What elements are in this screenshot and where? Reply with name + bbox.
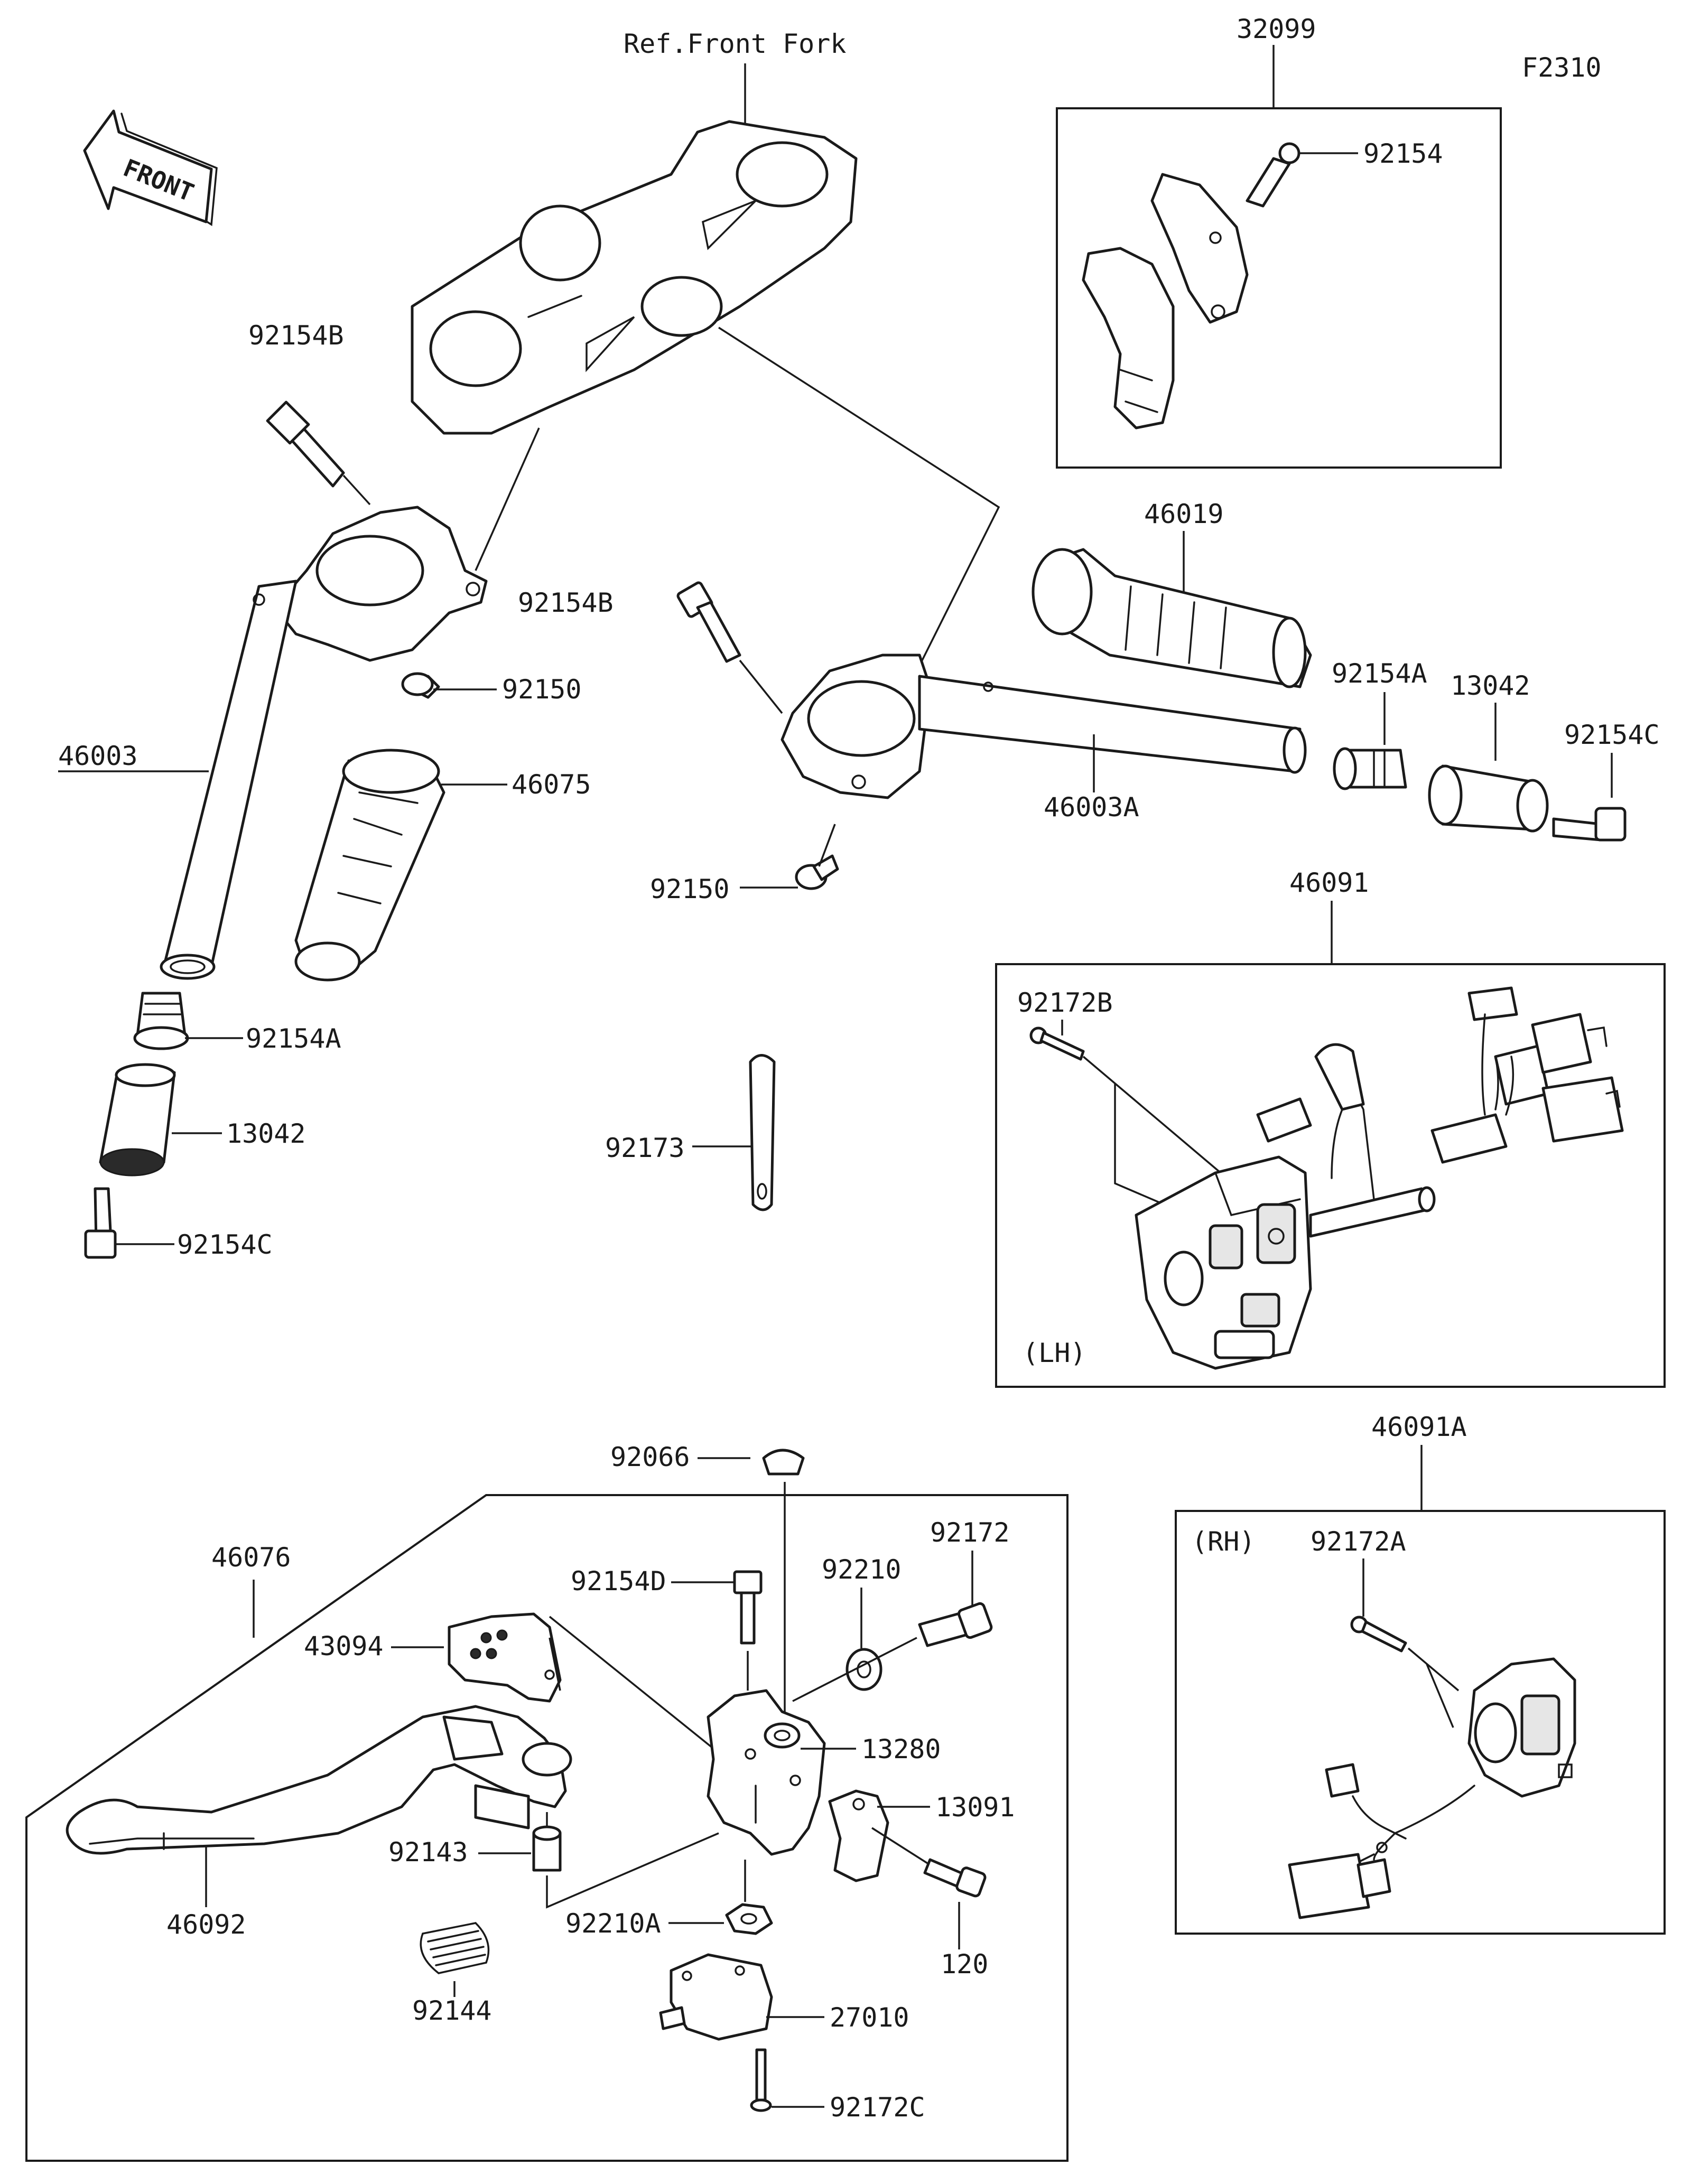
grip-46075: [294, 749, 445, 982]
lever-holder-body: [707, 1689, 826, 1856]
label-92210: 92210: [822, 1554, 902, 1585]
label-92172b: 92172B: [1017, 987, 1113, 1018]
label-92154c-left: 92154C: [177, 1229, 273, 1260]
bolt-92154b-left: [266, 400, 345, 488]
left-switch-assembly: [1135, 986, 1624, 1370]
screw-92150-left: [401, 672, 440, 699]
label-32099: 32099: [1237, 14, 1316, 44]
bolt-92154b-right: [676, 581, 741, 663]
label-92154d: 92154D: [571, 1566, 666, 1597]
lever-46092: [66, 1705, 572, 1855]
right-switch-assembly: [1288, 1657, 1576, 1919]
box-46091: [995, 963, 1666, 1388]
part-32099-housing: [1082, 173, 1249, 430]
label-92172c: 92172C: [830, 2092, 925, 2123]
front-direction-arrow: FRONT: [83, 109, 218, 226]
box-46091a: [1175, 1510, 1666, 1935]
label-92154c-right: 92154C: [1564, 720, 1660, 750]
label-lh-side: (LH): [1023, 1338, 1086, 1368]
screw-92154: [1246, 142, 1300, 208]
label-92154b-left: 92154B: [248, 320, 344, 351]
label-92210a: 92210A: [565, 1908, 661, 1939]
label-92172: 92172: [930, 1517, 1010, 1548]
bolt-92154c-right: [1552, 807, 1627, 842]
diagram-code: F2310: [1522, 52, 1602, 83]
label-92172a: 92172A: [1311, 1526, 1406, 1557]
collar-92143: [532, 1825, 562, 1872]
label-92150-right: 92150: [650, 874, 730, 904]
label-92066: 92066: [610, 1442, 690, 1472]
label-46075: 46075: [512, 769, 591, 800]
label-92154a-left: 92154A: [246, 1023, 341, 1054]
nut-92210a: [725, 1903, 773, 1935]
label-92154: 92154: [1363, 138, 1443, 169]
label-46091a: 46091A: [1371, 1412, 1467, 1442]
label-92154b-right: 92154B: [518, 587, 614, 618]
label-92143: 92143: [388, 1837, 468, 1868]
band-92173: [749, 1054, 776, 1211]
label-rh-side: (RH): [1192, 1526, 1255, 1557]
bar-end-weight-13042-left: [99, 1063, 176, 1177]
label-46003a: 46003A: [1044, 792, 1139, 823]
label-120: 120: [941, 1949, 988, 1980]
right-clip-on-handlebar: [781, 654, 1307, 799]
end-insert-92154a-right: [1333, 747, 1407, 790]
cap-92066: [762, 1449, 805, 1476]
box-46076: [25, 1494, 1069, 2162]
label-43094: 43094: [304, 1631, 384, 1662]
upper-fork-clamp: [411, 120, 858, 435]
box-32099: [1056, 107, 1502, 469]
label-46019: 46019: [1144, 499, 1224, 529]
label-27010: 27010: [830, 2002, 909, 2033]
screw-92172: [918, 1602, 993, 1647]
label-92144: 92144: [412, 1995, 492, 2026]
screw-92172b: [1029, 1026, 1085, 1061]
screw-92172a: [1350, 1616, 1407, 1653]
clamp-13091: [828, 1789, 889, 1882]
screw-92172c: [750, 2048, 772, 2112]
bar-end-weight-13042-right: [1428, 764, 1549, 833]
label-13280: 13280: [861, 1734, 941, 1765]
switch-27010: [659, 1953, 773, 2041]
left-clip-on-handlebar: [160, 506, 488, 980]
bolt-92154c-left: [84, 1187, 117, 1259]
washer-92210: [846, 1648, 882, 1691]
screw-92150-right: [795, 854, 839, 890]
label-13091: 13091: [935, 1792, 1015, 1823]
end-insert-92154a-left: [133, 992, 189, 1050]
ref-front-fork-label: Ref.Front Fork: [624, 29, 846, 59]
label-92150-left: 92150: [502, 674, 582, 705]
label-46092: 46092: [166, 1909, 246, 1940]
label-92154a-right: 92154A: [1332, 658, 1427, 689]
label-46091: 46091: [1289, 867, 1369, 898]
label-13042-left: 13042: [226, 1118, 306, 1149]
label-13042-right: 13042: [1451, 670, 1530, 701]
label-46076: 46076: [211, 1542, 291, 1573]
label-92173: 92173: [605, 1133, 685, 1163]
bolt-120: [923, 1858, 987, 1898]
throttle-grip-46019: [1032, 548, 1312, 688]
spring-92144: [420, 1922, 490, 1974]
bolt-92154d: [733, 1570, 763, 1645]
label-46003: 46003: [58, 741, 138, 771]
bracket-43094: [448, 1612, 562, 1703]
